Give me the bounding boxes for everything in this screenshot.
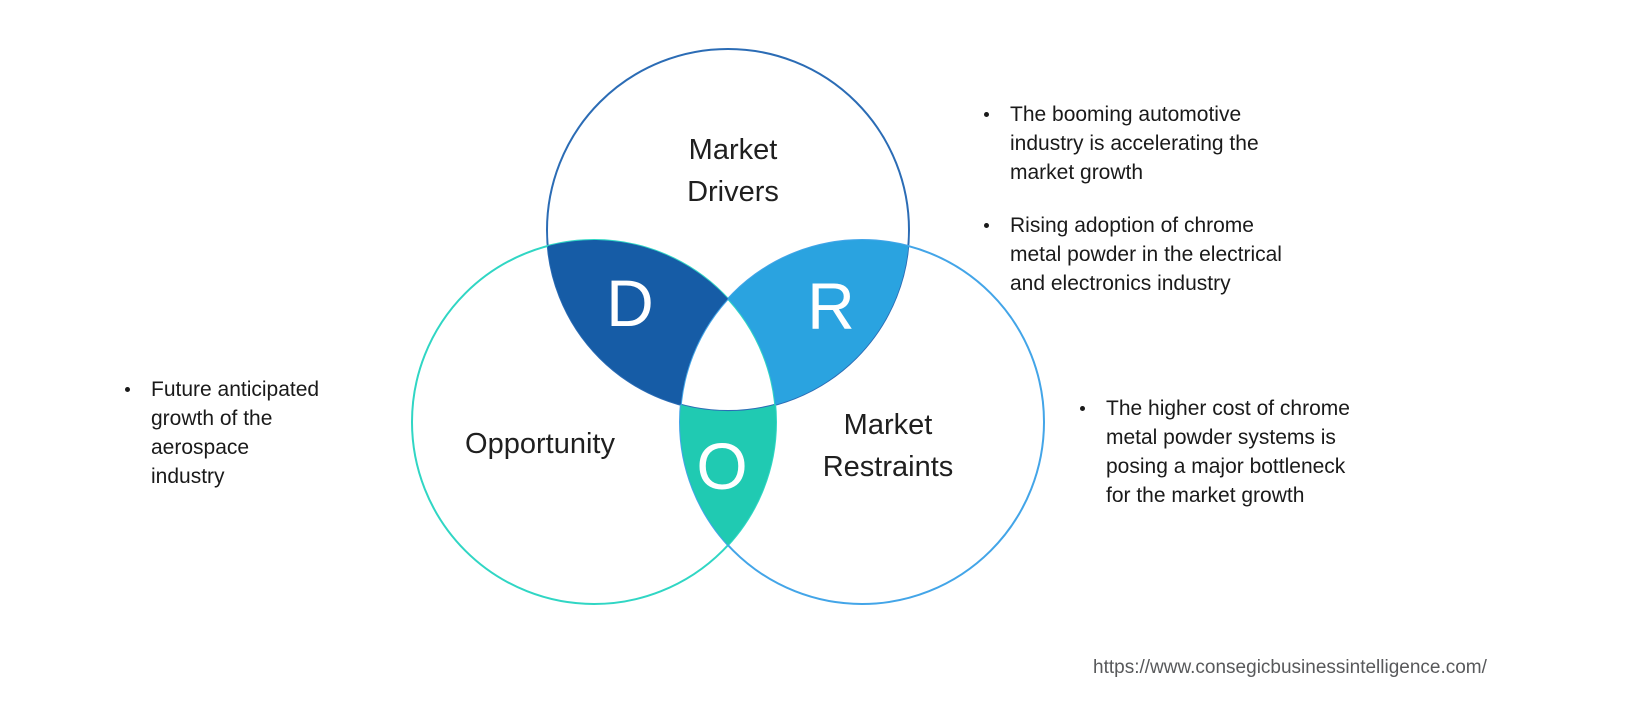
callout-opportunity: Future anticipated growth of the aerospa… bbox=[125, 375, 319, 491]
bullet-line: metal powder in the electrical bbox=[1010, 243, 1282, 266]
label-line: Market bbox=[843, 409, 933, 441]
bullet-line: and electronics industry bbox=[1010, 272, 1231, 295]
callout-restraints: The higher cost of chrome metal powder s… bbox=[1080, 394, 1350, 510]
label-line: Opportunity bbox=[465, 428, 615, 460]
bullet-line: aerospace bbox=[151, 436, 250, 459]
label-market-drivers: Market Drivers bbox=[687, 129, 779, 213]
bullet-item: The booming automotive industry is accel… bbox=[984, 100, 1282, 187]
bullet-line: market growth bbox=[1010, 161, 1144, 184]
label-line: Drivers bbox=[687, 176, 779, 208]
bullet-item: The higher cost of chrome metal powder s… bbox=[1080, 394, 1350, 510]
bullet-line: growth of the bbox=[151, 407, 273, 430]
bullet-line: for the market growth bbox=[1106, 484, 1305, 507]
bullet-line: The higher cost of chrome bbox=[1106, 397, 1350, 420]
bullet-item: Rising adoption of chrome metal powder i… bbox=[984, 211, 1282, 298]
region-letter-o: O bbox=[696, 429, 748, 503]
bullet-line: The booming automotive bbox=[1010, 103, 1242, 126]
bullet-dot bbox=[125, 387, 130, 392]
bullet-line: industry bbox=[151, 465, 225, 488]
label-opportunity: Opportunity bbox=[465, 423, 615, 465]
source-url: https://www.consegicbusinessintelligence… bbox=[1093, 657, 1487, 678]
region-r-drivers-restraints bbox=[728, 239, 909, 405]
region-letter-d: D bbox=[606, 266, 654, 340]
bullet-line: Rising adoption of chrome bbox=[1010, 214, 1254, 237]
bullet-dot bbox=[984, 223, 989, 228]
bullet-dot bbox=[984, 112, 989, 117]
region-o-opportunity-restraints bbox=[679, 404, 777, 546]
bullet-text: The booming automotive industry is accel… bbox=[1010, 100, 1259, 187]
label-line: Market bbox=[688, 134, 778, 166]
circle-market-drivers bbox=[546, 48, 910, 412]
region-d-drivers-opportunity bbox=[547, 239, 728, 405]
bullet-line: posing a major bottleneck bbox=[1106, 455, 1346, 478]
bullet-line: metal powder systems is bbox=[1106, 426, 1336, 449]
bullet-line: Future anticipated bbox=[151, 378, 320, 401]
label-market-restraints: Market Restraints bbox=[823, 404, 954, 488]
bullet-item: Future anticipated growth of the aerospa… bbox=[125, 375, 319, 491]
bullet-text: The higher cost of chrome metal powder s… bbox=[1106, 394, 1350, 510]
region-letter-r: R bbox=[807, 269, 855, 343]
bullet-text: Future anticipated growth of the aerospa… bbox=[151, 375, 319, 491]
bullet-line: industry is accelerating the bbox=[1010, 132, 1259, 155]
label-line: Restraints bbox=[822, 451, 954, 483]
callout-drivers: The booming automotive industry is accel… bbox=[984, 100, 1282, 298]
bullet-dot bbox=[1080, 406, 1085, 411]
bullet-text: Rising adoption of chrome metal powder i… bbox=[1010, 211, 1282, 298]
